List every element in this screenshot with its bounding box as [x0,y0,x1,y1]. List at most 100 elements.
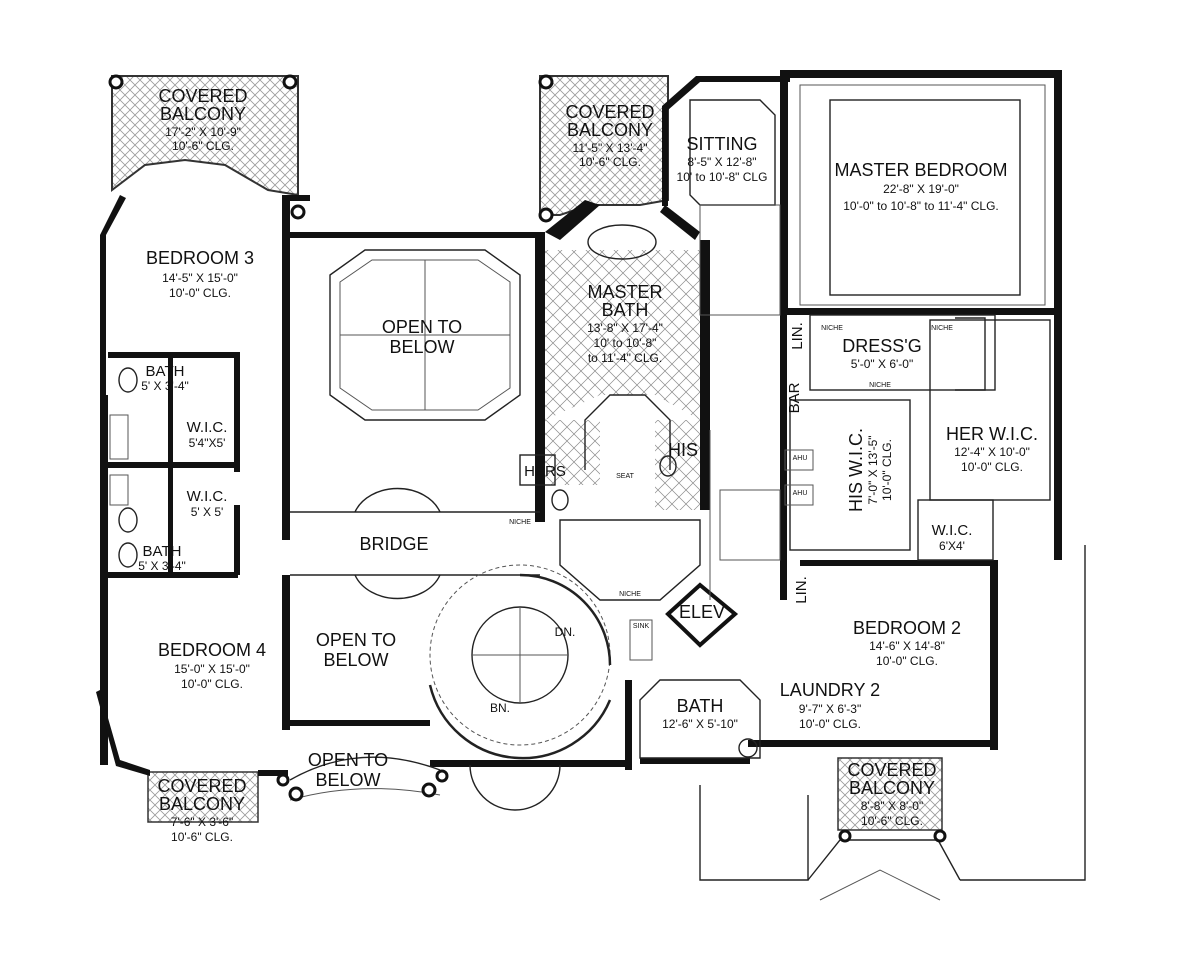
svg-text:10'-6" CLG.: 10'-6" CLG. [861,814,923,828]
svg-text:OPEN TO: OPEN TO [308,750,388,770]
exterior-walls [96,70,1062,776]
svg-text:5' X 5': 5' X 5' [191,505,224,519]
svg-text:BAR: BAR [786,382,803,413]
room-bedroom-2: BEDROOM 2 14'-6" X 14'-8" 10'-0" CLG. [853,618,961,668]
room-covered-balcony-bottom-right: COVERED BALCONY 8'-8" X 8'-0" 10'-6" CLG… [847,760,936,828]
svg-text:NICHE: NICHE [619,591,641,598]
svg-text:6'X4': 6'X4' [939,539,965,553]
svg-text:MASTER BEDROOM: MASTER BEDROOM [834,160,1007,180]
tag-niche-4: NICHE [931,325,953,332]
tag-hers: HERS [524,463,566,480]
svg-text:BALCONY: BALCONY [160,104,246,124]
tag-niche-3: NICHE [821,325,843,332]
svg-text:15'-0" X 15'-0": 15'-0" X 15'-0" [174,662,250,676]
room-covered-balcony-bottom-left: COVERED BALCONY 7'-6" X 3'-6" 10'-6" CLG… [157,776,246,844]
room-open-to-below-1: OPEN TO BELOW [382,317,462,357]
svg-text:BEDROOM 3: BEDROOM 3 [146,248,254,268]
svg-text:HIS: HIS [668,440,698,460]
svg-text:HERS: HERS [524,463,566,480]
svg-text:LIN.: LIN. [793,576,810,604]
tag-his: HIS [668,440,698,460]
balcony-left-hatch [111,75,299,197]
balcony-bottom-right-hatch [837,757,943,831]
svg-text:9'-7" X 6'-3": 9'-7" X 6'-3" [799,702,861,716]
svg-text:10'-0" CLG.: 10'-0" CLG. [880,439,894,501]
room-bridge: BRIDGE [359,534,428,554]
interior-lines [108,84,1086,901]
balcony-bottom-left-hatch [147,771,259,823]
columns [108,74,947,843]
tag-niche-1: NICHE [509,519,531,526]
svg-text:ELEV: ELEV [679,602,725,622]
tag-lin-1: LIN. [789,322,806,350]
room-bedroom-4: BEDROOM 4 15'-0" X 15'-0" 10'-0" CLG. [158,640,266,691]
tag-lin-2: LIN. [793,576,810,604]
svg-text:11'-5" X 13'-4": 11'-5" X 13'-4" [573,141,648,155]
room-covered-balcony-left: COVERED BALCONY 17'-2" X 10'-9" 10'-6" C… [158,86,247,153]
room-open-to-below-3: OPEN TO BELOW [308,750,388,790]
tag-ahu-2: AHU [793,490,808,497]
tag-niche-5: NICHE [869,382,891,389]
tag-bar: BAR [786,382,803,413]
room-wic-2: W.I.C. 5' X 5' [187,488,228,519]
room-her-wic: HER W.I.C. 12'-4" X 10'-0" 10'-0" CLG. [946,424,1038,474]
svg-text:10'-0" CLG.: 10'-0" CLG. [876,654,938,668]
fixtures [109,367,814,661]
svg-text:MASTER: MASTER [587,282,662,302]
svg-text:AHU: AHU [793,455,808,462]
svg-text:LAUNDRY 2: LAUNDRY 2 [780,680,880,700]
svg-text:SINK: SINK [633,623,650,630]
svg-text:10'-6" CLG.: 10'-6" CLG. [579,155,641,169]
svg-text:17'-2" X 10'-9": 17'-2" X 10'-9" [165,125,241,139]
svg-text:to 11'-4" CLG.: to 11'-4" CLG. [588,351,662,365]
svg-text:5' X 3'-4": 5' X 3'-4" [141,379,189,393]
tag-sink: SINK [633,623,650,630]
tag-ahu-1: AHU [793,455,808,462]
svg-text:W.I.C.: W.I.C. [187,488,228,505]
svg-text:BALCONY: BALCONY [849,778,935,798]
svg-text:7'-0" X 13'-5": 7'-0" X 13'-5" [866,435,880,504]
room-wic-3: W.I.C. 6'X4' [932,522,973,553]
room-sitting: SITTING 8'-5" X 12'-8" 10' to 10'-8" CLG [677,134,768,184]
svg-text:22'-8" X 19'-0": 22'-8" X 19'-0" [883,182,959,196]
svg-text:OPEN TO: OPEN TO [316,630,396,650]
svg-text:COVERED: COVERED [847,760,936,780]
svg-text:10'-6" CLG.: 10'-6" CLG. [172,139,234,153]
svg-text:10'-0" to 10'-8" to 11'-4" CLG: 10'-0" to 10'-8" to 11'-4" CLG. [843,199,999,213]
svg-text:5' X 3'-4": 5' X 3'-4" [138,559,186,573]
svg-text:BATH: BATH [602,300,649,320]
svg-text:5'4"X5': 5'4"X5' [189,436,226,450]
master-bath-tile [545,250,705,510]
svg-text:BRIDGE: BRIDGE [359,534,428,554]
svg-text:10'-0" CLG.: 10'-0" CLG. [181,677,243,691]
room-bath-1: BATH 5' X 3'-4" [141,363,189,393]
svg-text:BEDROOM 2: BEDROOM 2 [853,618,961,638]
svg-text:BELOW: BELOW [315,770,380,790]
svg-text:10'-0" CLG.: 10'-0" CLG. [799,717,861,731]
svg-text:DN.: DN. [555,625,576,639]
svg-text:COVERED: COVERED [158,86,247,106]
tag-bn: BN. [490,701,510,715]
svg-text:W.I.C.: W.I.C. [187,419,228,436]
svg-text:NICHE: NICHE [869,382,891,389]
room-laundry-2: LAUNDRY 2 9'-7" X 6'-3" 10'-0" CLG. [780,680,880,731]
svg-text:BELOW: BELOW [389,337,454,357]
svg-text:SITTING: SITTING [687,134,758,154]
tag-elev: ELEV [679,602,725,622]
svg-text:OPEN TO: OPEN TO [382,317,462,337]
room-his-wic: HIS W.I.C. 7'-0" X 13'-5" 10'-0" CLG. [846,428,894,512]
svg-text:BALCONY: BALCONY [159,794,245,814]
svg-text:NICHE: NICHE [821,325,843,332]
room-covered-balcony-center: COVERED BALCONY 11'-5" X 13'-4" 10'-6" C… [565,102,654,169]
svg-text:14'-6" X 14'-8": 14'-6" X 14'-8" [869,639,945,653]
tag-niche-2: NICHE [619,591,641,598]
room-master-bedroom: MASTER BEDROOM 22'-8" X 19'-0" 10'-0" to… [834,160,1007,213]
svg-text:12'-6" X 5'-10": 12'-6" X 5'-10" [662,717,738,731]
svg-text:10'-0" CLG.: 10'-0" CLG. [961,460,1023,474]
room-open-to-below-2: OPEN TO BELOW [316,630,396,670]
svg-text:8'-8" X 8'-0": 8'-8" X 8'-0" [861,799,923,813]
svg-text:BATH: BATH [146,363,185,380]
svg-text:BATH: BATH [677,696,724,716]
svg-text:HER W.I.C.: HER W.I.C. [946,424,1038,444]
